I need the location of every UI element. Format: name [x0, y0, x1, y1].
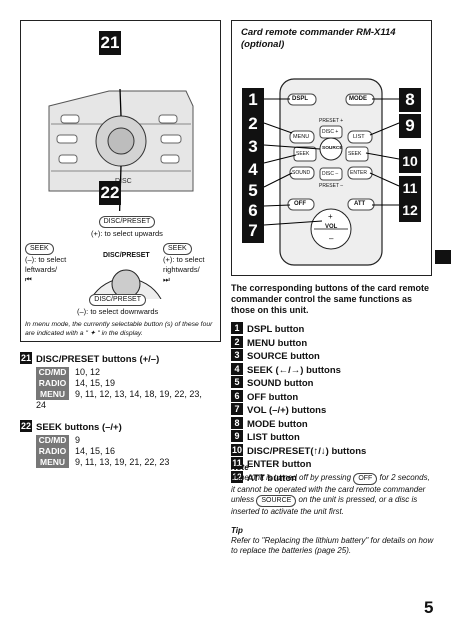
callout-21-badge: 21	[99, 31, 121, 55]
remote-disc-minus-button[interactable]: DISC –	[322, 171, 339, 177]
remote-seek-minus-button[interactable]: SEEK	[296, 151, 310, 157]
seek-right-label: SEEK (+): to select rightwards/ ⏭	[163, 243, 205, 284]
remote-preset-minus-label: PRESET –	[319, 183, 344, 189]
remote-list-button[interactable]: LIST	[353, 134, 365, 140]
remote-vol-label: VOL	[325, 224, 338, 230]
callout-10: 10	[399, 149, 421, 173]
svg-text:DISC/PRESET: DISC/PRESET	[103, 252, 150, 259]
callout-11: 11	[399, 176, 421, 200]
remote-source-button[interactable]: SOURCE	[322, 146, 343, 151]
off-button-glyph: OFF	[353, 473, 378, 485]
source-button-glyph: SOURCE	[256, 495, 297, 507]
remote-off-button[interactable]: OFF	[294, 201, 306, 207]
page-number: 5	[424, 598, 434, 617]
note-text: If the unit is turned off by pressing OF…	[231, 473, 430, 516]
callout-5: 5	[242, 179, 264, 203]
svg-text:DISC: DISC	[115, 178, 132, 185]
remote-vol-minus-button[interactable]: –	[329, 234, 334, 243]
dial-closeup-drawing: DISC/PRESET	[90, 252, 162, 299]
remote-drawing	[263, 78, 400, 266]
callout-2: 2	[242, 112, 264, 136]
remote-sound-button[interactable]: SOUND	[292, 170, 311, 176]
seek-left-label: SEEK (–): to select leftwards/ ⏮	[25, 243, 67, 284]
callout-12: 12	[399, 198, 421, 222]
tip-title: Tip	[231, 526, 243, 535]
callout-9: 9	[399, 114, 421, 138]
remote-commander-frame: Card remote commander RM-X114 (optional)	[231, 20, 432, 276]
menu-mode-caption: In menu mode, the currently selectable b…	[25, 321, 213, 337]
remote-seek-plus-button[interactable]: SEEK	[348, 151, 362, 157]
callout-7: 7	[242, 219, 264, 243]
callout-3: 3	[242, 135, 264, 159]
note-block: Note If the unit is turned off by pressi…	[231, 463, 436, 517]
remote-header: Card remote commander RM-X114 (optional)	[241, 27, 396, 50]
note-title: Note	[231, 463, 249, 472]
section-thumb-tab	[435, 250, 451, 264]
disc-preset-up-label: DISC/PRESET (+): to select upwards	[91, 216, 163, 238]
remote-mode-button[interactable]: MODE	[349, 96, 367, 102]
item-21-extra: 24	[36, 400, 47, 410]
remote-menu-button[interactable]: MENU	[293, 134, 310, 140]
remote-disc-plus-button[interactable]: DISC +	[322, 129, 339, 135]
callout-8: 8	[399, 88, 421, 112]
remote-intro-text: The corresponding buttons of the card re…	[231, 283, 430, 315]
remote-enter-button[interactable]: ENTER	[350, 170, 367, 176]
remote-preset-plus-label: PRESET +	[319, 118, 344, 124]
remote-dspl-button[interactable]: DSPL	[292, 96, 309, 102]
head-unit-drawing: DISC	[48, 88, 194, 211]
callout-22-badge: 22	[99, 181, 121, 205]
tip-block: Tip Refer to "Replacing the lithium batt…	[231, 526, 436, 556]
tip-text: Refer to "Replacing the lithium battery"…	[231, 536, 434, 555]
remote-att-button[interactable]: ATT	[354, 201, 366, 207]
prev-track-icon: ⏮	[25, 275, 32, 284]
callout-6: 6	[242, 199, 264, 223]
unit-illustration-frame: 21 DISC 22 DISC/PRESET (+): to select up…	[20, 20, 221, 342]
callout-1: 1	[242, 88, 264, 112]
next-track-icon: ⏭	[163, 275, 170, 284]
disc-preset-down-label: DISC/PRESET (–): to select downwards	[77, 294, 159, 316]
callout-4: 4	[242, 158, 264, 182]
remote-vol-plus-button[interactable]: +	[328, 212, 333, 221]
